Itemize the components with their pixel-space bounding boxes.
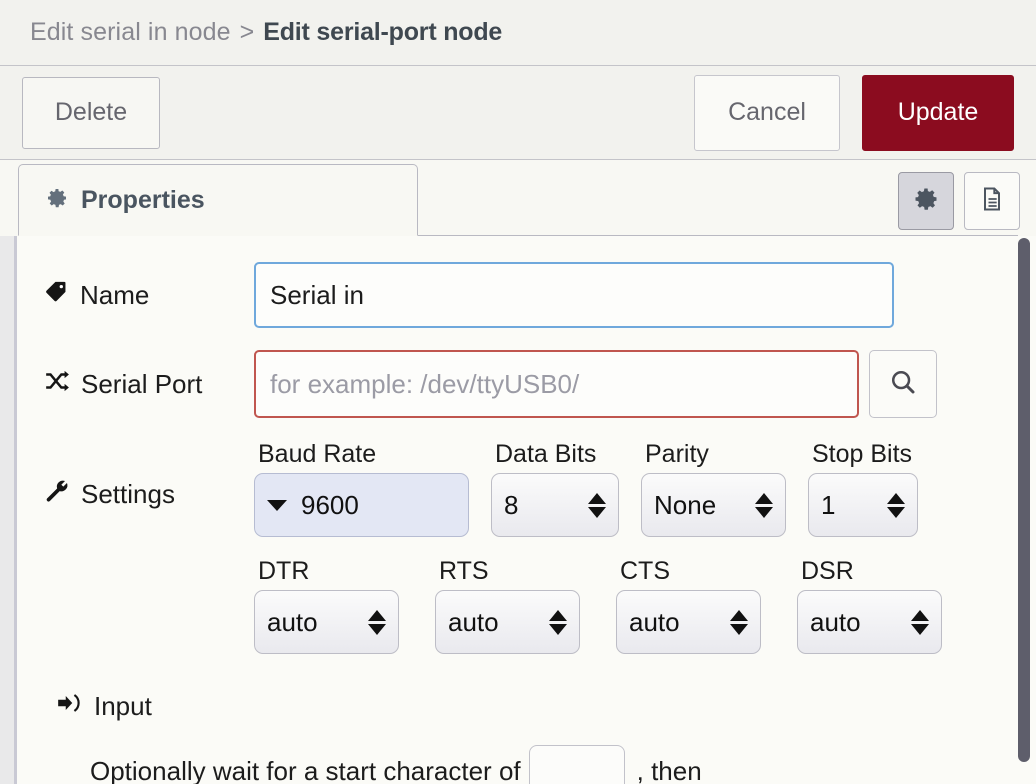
settings-label: Settings — [44, 478, 254, 511]
stop-bits-select[interactable]: 1 — [808, 473, 918, 537]
settings-fields: Baud Rate 9600 Data Bits 8 — [254, 440, 918, 537]
data-bits-label: Data Bits — [495, 440, 597, 468]
tag-icon — [44, 279, 69, 311]
field-baud-rate: Baud Rate 9600 — [254, 440, 469, 537]
chevron-down-icon — [267, 499, 287, 511]
input-section-header: Input — [56, 690, 1036, 723]
dtr-label: DTR — [258, 557, 310, 585]
baud-rate-label: Baud Rate — [258, 440, 377, 468]
dsr-label: DSR — [801, 557, 854, 585]
data-bits-value: 8 — [504, 489, 519, 520]
field-dsr: DSR auto — [797, 557, 942, 654]
start-character-prefix: Optionally wait for a start character of — [90, 755, 521, 784]
dialog-action-bar: Delete Cancel Update — [0, 66, 1036, 160]
field-stop-bits: Stop Bits 1 — [808, 440, 918, 537]
breadcrumb-separator: > — [239, 18, 255, 46]
spinner-icon[interactable] — [535, 609, 567, 635]
tab-properties-label: Properties — [81, 185, 205, 214]
shuffle-icon — [44, 368, 70, 401]
spinner-icon[interactable] — [716, 609, 748, 635]
rts-select[interactable]: auto — [435, 590, 580, 654]
flow-control-row: DTR auto RTS auto CTS auto — [254, 557, 1036, 654]
delete-button[interactable]: Delete — [22, 76, 160, 149]
spinner-icon[interactable] — [897, 609, 929, 635]
left-rail-divider — [14, 236, 17, 784]
cts-select[interactable]: auto — [616, 590, 761, 654]
serial-port-label: Serial Port — [44, 368, 254, 401]
tab-icon-buttons — [898, 172, 1020, 230]
dtr-select[interactable]: auto — [254, 590, 399, 654]
field-parity: Parity None — [641, 440, 786, 537]
data-bits-select[interactable]: 8 — [491, 473, 619, 537]
field-data-bits: Data Bits 8 — [491, 440, 619, 537]
breadcrumb-current: Edit serial-port node — [263, 18, 503, 46]
scrollbar-thumb[interactable] — [1018, 238, 1030, 762]
cts-value: auto — [629, 606, 680, 637]
gear-icon — [45, 186, 69, 215]
update-button[interactable]: Update — [862, 74, 1014, 151]
spinner-icon[interactable] — [741, 492, 773, 518]
vertical-scrollbar[interactable] — [1018, 238, 1030, 784]
rts-label: RTS — [439, 557, 489, 585]
document-icon — [978, 185, 1006, 218]
input-section-label: Input — [94, 691, 152, 721]
name-label-text: Name — [80, 279, 150, 310]
cts-label: CTS — [620, 557, 670, 585]
tab-properties[interactable]: Properties — [18, 164, 418, 236]
settings-row: Settings Baud Rate 9600 Data Bits 8 — [44, 440, 1036, 537]
settings-gear-button[interactable] — [898, 172, 954, 230]
wrench-icon — [44, 478, 70, 511]
properties-panel: Name Serial Port — [0, 236, 1036, 784]
field-dtr: DTR auto — [254, 557, 399, 654]
breadcrumb: Edit serial in node > Edit serial-port n… — [0, 0, 1036, 66]
cancel-button[interactable]: Cancel — [694, 74, 840, 151]
serial-port-input[interactable] — [254, 350, 859, 418]
description-button[interactable] — [964, 172, 1020, 230]
dsr-select[interactable]: auto — [797, 590, 942, 654]
properties-form: Name Serial Port — [0, 236, 1036, 784]
dtr-value: auto — [267, 606, 318, 637]
left-rail — [0, 236, 14, 784]
serial-port-search-button[interactable] — [869, 350, 937, 418]
settings-label-text: Settings — [81, 479, 175, 509]
serial-port-row: Serial Port — [44, 350, 1036, 418]
baud-rate-select[interactable]: 9600 — [254, 473, 469, 537]
stop-bits-value: 1 — [821, 489, 836, 520]
start-character-row: Optionally wait for a start character of… — [90, 745, 1036, 784]
tab-strip: Properties — [0, 160, 1036, 236]
dsr-value: auto — [810, 606, 861, 637]
spinner-icon[interactable] — [574, 492, 606, 518]
search-icon — [888, 367, 918, 402]
gear-icon — [912, 185, 940, 218]
parity-value: None — [654, 489, 717, 520]
name-label: Name — [44, 279, 254, 311]
breadcrumb-previous[interactable]: Edit serial in node — [30, 18, 231, 46]
parity-select[interactable]: None — [641, 473, 786, 537]
start-character-input[interactable] — [528, 745, 625, 784]
sign-in-icon — [56, 690, 82, 723]
field-cts: CTS auto — [616, 557, 761, 654]
spinner-icon[interactable] — [873, 492, 905, 518]
parity-label: Parity — [645, 440, 709, 468]
baud-rate-value: 9600 — [301, 489, 359, 520]
start-character-suffix: , then — [636, 755, 702, 784]
spinner-icon[interactable] — [354, 609, 386, 635]
serial-port-label-text: Serial Port — [81, 368, 203, 399]
field-rts: RTS auto — [435, 557, 580, 654]
stop-bits-label: Stop Bits — [812, 440, 913, 468]
rts-value: auto — [448, 606, 499, 637]
name-input[interactable] — [254, 262, 894, 328]
name-row: Name — [44, 262, 1036, 328]
